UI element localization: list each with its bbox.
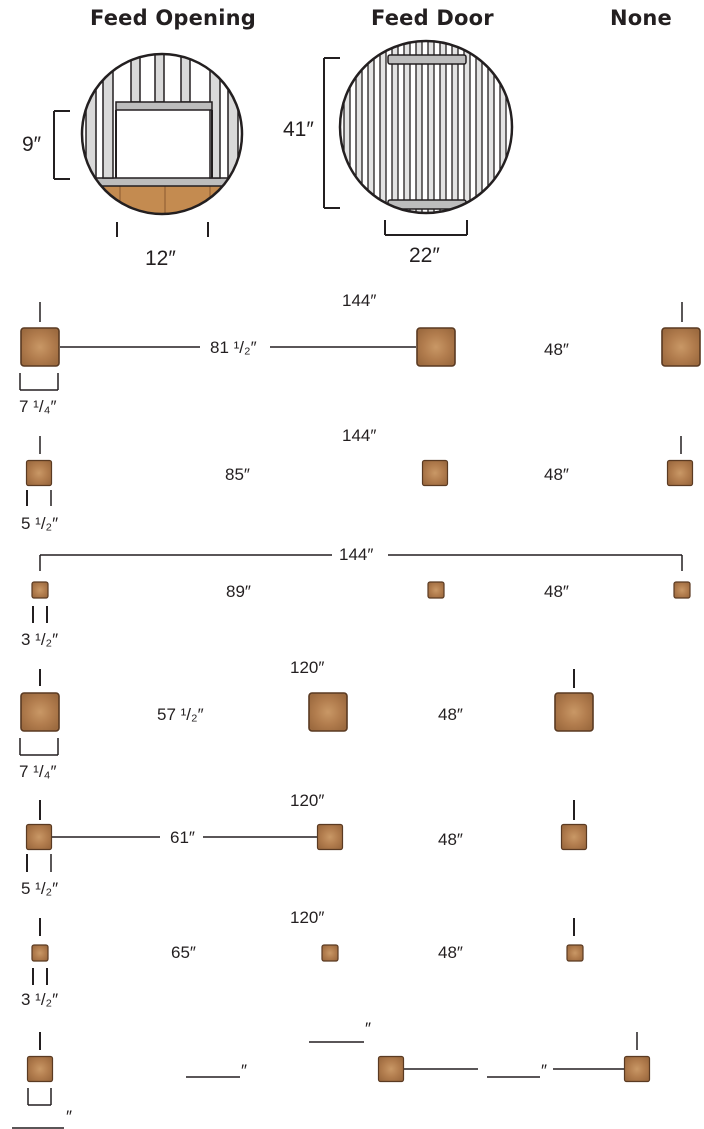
post-blank-2 <box>377 1055 405 1083</box>
row-2-overall: 144″ <box>342 426 376 445</box>
posts <box>20 327 701 1083</box>
door-bar <box>379 41 387 213</box>
heading-none: None <box>610 6 672 30</box>
row-4-overall: 120″ <box>290 658 324 677</box>
door-bar <box>427 41 435 213</box>
row-2-left-span: 85″ <box>225 465 250 484</box>
blank-left-span-mark: ″ <box>241 1061 247 1080</box>
row-5-left-span: 61″ <box>170 828 195 847</box>
door-bar <box>343 41 351 213</box>
post-row-5-3 <box>560 823 588 851</box>
door-bar <box>475 41 483 213</box>
door-bar <box>451 41 459 213</box>
post-row-3-3 <box>673 581 691 599</box>
heading-feed-opening: Feed Opening <box>90 6 256 30</box>
door-bar <box>415 41 423 213</box>
post-blank-3 <box>623 1055 651 1083</box>
row-6-post-size: 3 ¹/₂″ <box>21 990 58 1009</box>
row-1-post-size: 7 ¹/₄″ <box>19 397 57 416</box>
row-4-post-size: 7 ¹/₄″ <box>19 762 57 781</box>
row-6-right-span: 48″ <box>438 943 463 962</box>
post-row-2-2 <box>421 459 449 487</box>
door-bar <box>403 41 411 213</box>
blank-post-size-mark: ″ <box>66 1107 72 1126</box>
blank-overall-mark: ″ <box>365 1019 371 1038</box>
row-5-post-size: 5 ¹/₂″ <box>21 879 58 898</box>
post-row-3-2 <box>427 581 445 599</box>
door-bar <box>391 41 399 213</box>
door-bar <box>463 41 471 213</box>
post-row-2-1 <box>25 459 53 487</box>
door-bar <box>355 41 363 213</box>
opening-height-label: 9″ <box>22 133 42 156</box>
post-blank-1 <box>26 1055 54 1083</box>
post-row-2-3 <box>666 459 694 487</box>
post-row-1-3 <box>661 327 701 367</box>
post-row-1-2 <box>416 327 456 367</box>
row-4-right-span: 48″ <box>438 705 463 724</box>
blank-right-span-mark: ″ <box>541 1061 547 1080</box>
opening-width-label: 12″ <box>145 247 176 270</box>
post-row-6-1 <box>31 944 49 962</box>
pen-rows: 144″ 81 ¹/₂″ 48″ 7 ¹/₄″ 144″ 85″ 48″ 5 ¹… <box>12 291 683 1129</box>
post-row-5-2 <box>316 823 344 851</box>
door-bar <box>367 41 375 213</box>
post-row-3-1 <box>31 581 49 599</box>
row-1-left-span: 81 ¹/₂″ <box>210 338 257 357</box>
row-5-right-span: 48″ <box>438 830 463 849</box>
row-3-right-span: 48″ <box>544 582 569 601</box>
post-row-4-3 <box>554 692 594 732</box>
row-1-right-span: 48″ <box>544 340 569 359</box>
door-width-label: 22″ <box>409 244 440 267</box>
row-4-left-span: 57 ¹/₂″ <box>157 705 204 724</box>
post-row-4-1 <box>20 692 60 732</box>
row-2-right-span: 48″ <box>544 465 569 484</box>
door-bar <box>499 41 507 213</box>
door-bar <box>487 41 495 213</box>
post-row-5-1 <box>25 823 53 851</box>
post-row-6-3 <box>566 944 584 962</box>
row-2-post-size: 5 ¹/₂″ <box>21 514 58 533</box>
post-row-1-1 <box>20 327 60 367</box>
post-row-6-2 <box>321 944 339 962</box>
door-bar <box>439 41 447 213</box>
row-1-overall: 144″ <box>342 291 376 310</box>
row-6-left-span: 65″ <box>171 943 196 962</box>
row-3-left-span: 89″ <box>226 582 251 601</box>
heading-feed-door: Feed Door <box>371 6 494 30</box>
feed-door-detail: 41″ 22″ <box>283 39 514 267</box>
post-row-4-2 <box>308 692 348 732</box>
row-3-overall: 144″ <box>339 545 373 564</box>
feed-opening-detail: 9″ 12″ <box>22 52 244 270</box>
door-height-label: 41″ <box>283 118 314 141</box>
row-3-post-size: 3 ¹/₂″ <box>21 630 58 649</box>
row-5-overall: 120″ <box>290 791 324 810</box>
row-6-overall: 120″ <box>290 908 324 927</box>
